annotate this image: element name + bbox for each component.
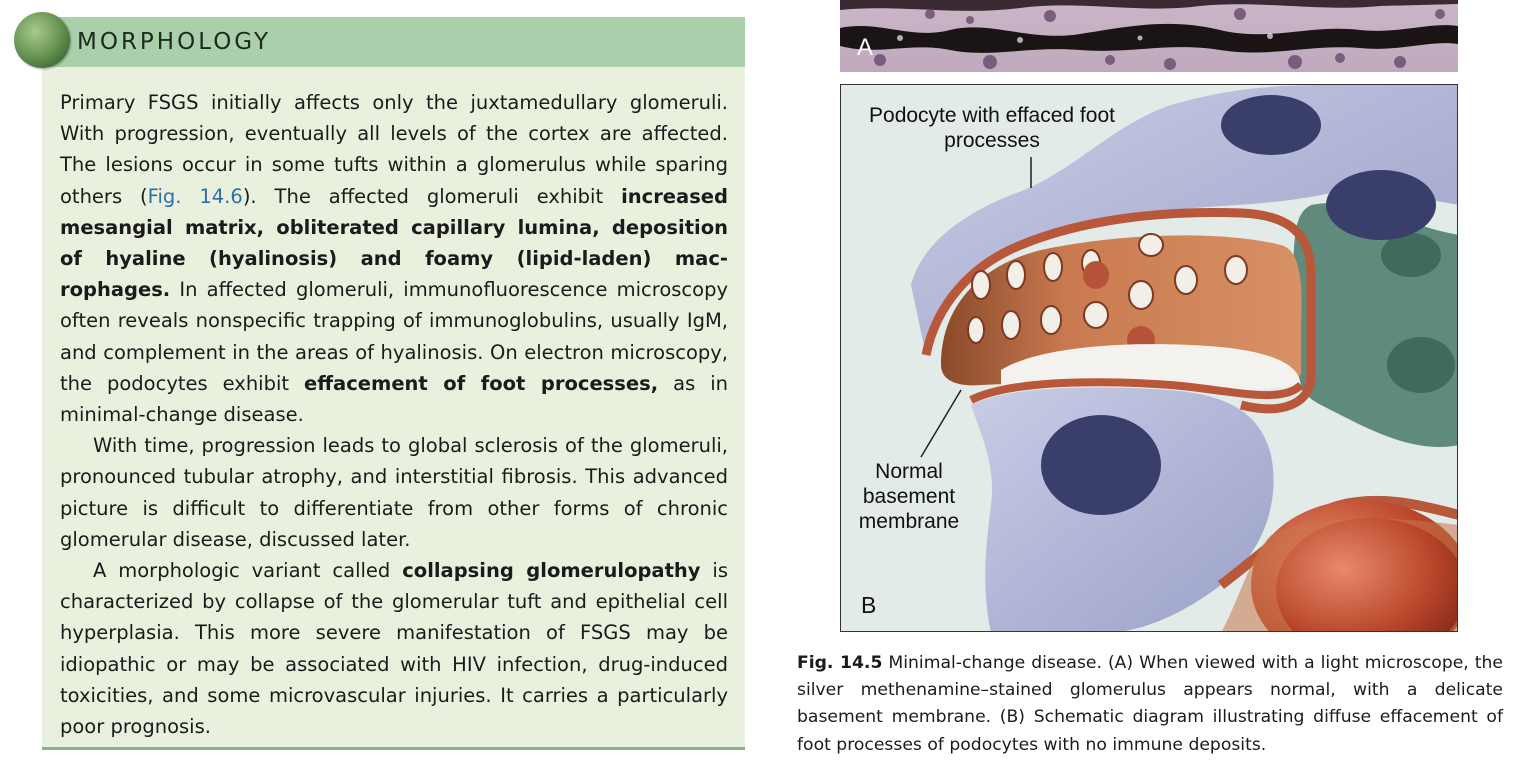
morphology-box: Primary FSGS initially affects only the …	[42, 17, 745, 750]
figure-number: Fig. 14.5	[797, 653, 883, 673]
paragraph-2: With time, progression leads to global s…	[60, 434, 728, 551]
emphasis-text: effacement of foot pro­cesses,	[304, 371, 659, 395]
micrograph-panel-a: A	[840, 0, 1458, 72]
text-span: ). The affected glomeruli exhibit	[242, 184, 622, 208]
label-basement-membrane: Normal basement membrane	[858, 460, 960, 533]
paragraph-1: Primary FSGS initially affects only the …	[60, 87, 728, 430]
schematic-panel-b: Podocyte with effaced foot processes Nor…	[840, 84, 1458, 632]
section-title: MORPHOLOGY	[77, 29, 272, 55]
figure-reference-link[interactable]: Fig. 14.6	[147, 184, 243, 208]
text-span: as in minimal-change disease.	[60, 371, 728, 427]
caption-text: Minimal-change disease. (A) When viewed …	[797, 653, 1503, 755]
emphasis-text: collapsing glomerulopathy	[402, 559, 701, 583]
text-span: Primary FSGS initially affects only the …	[60, 91, 728, 208]
text-span: In affected glomeruli, immunofluorescenc…	[60, 278, 728, 395]
micrograph-image	[840, 0, 1458, 72]
text-span: is characterized by collapse of the glom…	[60, 559, 729, 739]
morphology-header	[42, 17, 745, 67]
emphasis-text: increased mesangial matrix, obliterated …	[60, 184, 728, 302]
label-podocyte: Podocyte with effaced foot processes	[869, 104, 1115, 152]
section-bullet-icon	[14, 12, 70, 68]
podocyte-schematic	[841, 85, 1457, 631]
panel-a-label: A	[857, 34, 874, 61]
paragraph-3: A morphologic variant called collapsing …	[60, 555, 728, 742]
text-span: A morphologic variant called	[93, 559, 403, 583]
panel-b-label: B	[861, 592, 877, 618]
morphology-body: Primary FSGS initially affects only the …	[60, 87, 728, 742]
